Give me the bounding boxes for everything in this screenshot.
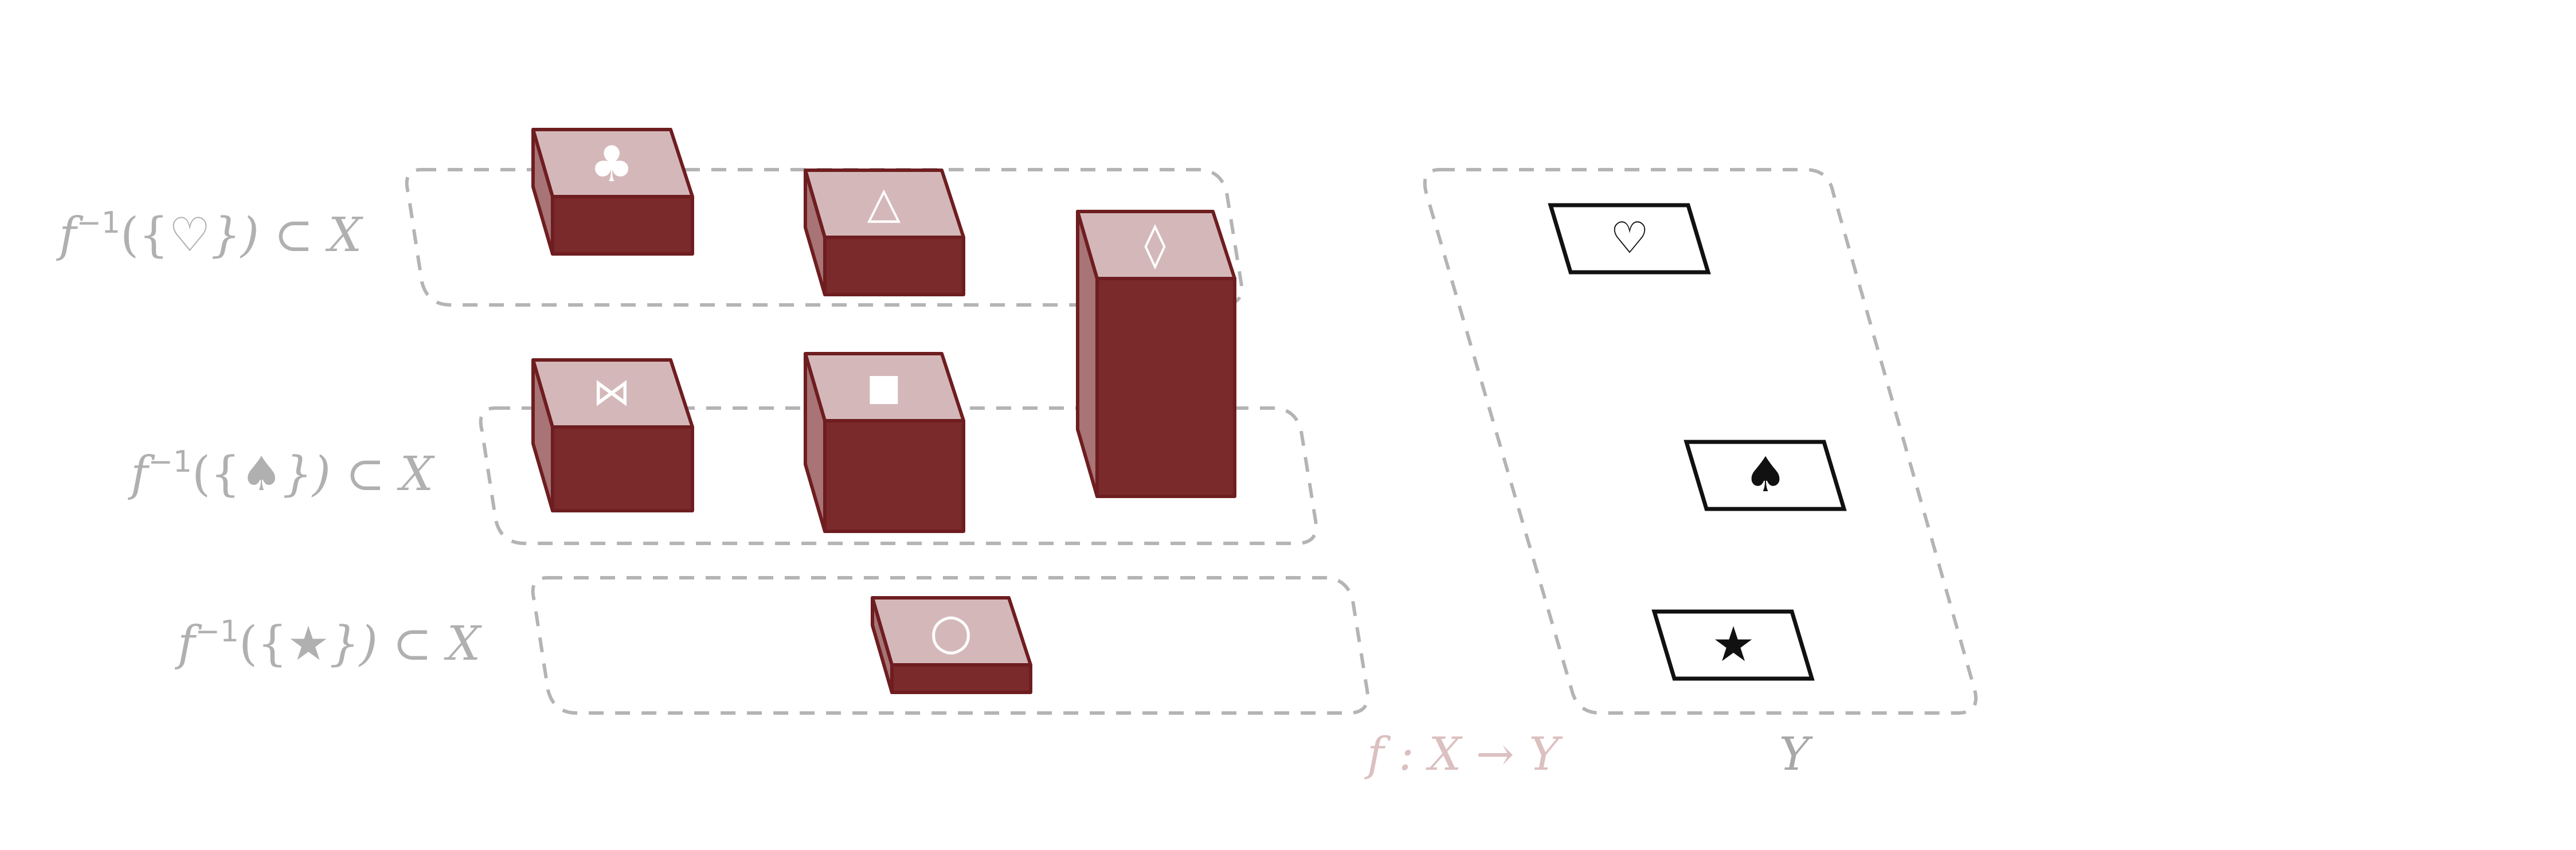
fiber-label-star: f−1({★}) ⊂ X: [174, 614, 483, 671]
triangle-icon: △: [867, 177, 901, 228]
codomain-spade-box: [1684, 440, 1847, 511]
fiber-region-star: [531, 576, 1369, 715]
codomain-star-box: [1651, 609, 1815, 681]
block-circle-front: [890, 663, 1032, 694]
block-club-top: [531, 128, 694, 198]
fiber-regions: [405, 168, 1369, 715]
block-circle: ○: [871, 596, 1032, 694]
fiber-label-spade: f−1({♠}) ⊂ X: [127, 445, 436, 502]
block-bowtie-top: [531, 358, 694, 429]
codomain-element-spade: ♠: [1684, 440, 1847, 511]
bowtie-icon: ⋈: [593, 370, 631, 414]
codomain-heart-box: [1548, 203, 1711, 275]
block-diamond-top: [1076, 210, 1236, 280]
map-label: f : X → Y: [1364, 727, 1563, 781]
block-square-top: [804, 352, 965, 422]
heart-icon: ♡: [1610, 213, 1649, 264]
block-triangle: △: [804, 169, 965, 296]
spade-icon: ♠: [1744, 446, 1787, 503]
fiber-region-heart: [405, 168, 1243, 307]
codomain-element-star: ★: [1651, 609, 1815, 681]
block-bowtie-front: [551, 425, 694, 512]
block-triangle-top: [804, 169, 965, 239]
star-icon: ★: [1712, 616, 1755, 672]
codomain-element-heart: ♡: [1548, 203, 1711, 275]
circle-icon: ○: [929, 603, 972, 660]
fiber-label-heart: f−1({♡}) ⊂ X: [56, 206, 364, 263]
square-icon: ■: [867, 366, 901, 409]
codomain-region: [1423, 168, 1978, 715]
blocks: ♣ △ ◊ ⋈ ■: [531, 128, 1236, 694]
block-square-front: [823, 419, 965, 533]
block-club: ♣: [531, 128, 694, 256]
block-circle-top: [871, 596, 1032, 667]
block-diamond-front: [1095, 277, 1236, 498]
block-bowtie: ⋈: [531, 358, 694, 512]
codomain-elements: ♡ ♠ ★: [1548, 203, 1847, 681]
diamond-icon: ◊: [1144, 219, 1166, 270]
codomain-label: Y: [1779, 727, 1814, 781]
block-triangle-front: [823, 236, 965, 296]
club-icon: ♣: [589, 136, 633, 193]
fiber-region-spade: [479, 406, 1318, 545]
block-square: ■: [804, 352, 965, 533]
block-club-front: [551, 195, 694, 256]
block-diamond: ◊: [1076, 210, 1236, 498]
fiber-labels: f−1({♡}) ⊂ X f−1({♠}) ⊂ X f−1({★}) ⊂ X: [56, 206, 483, 671]
